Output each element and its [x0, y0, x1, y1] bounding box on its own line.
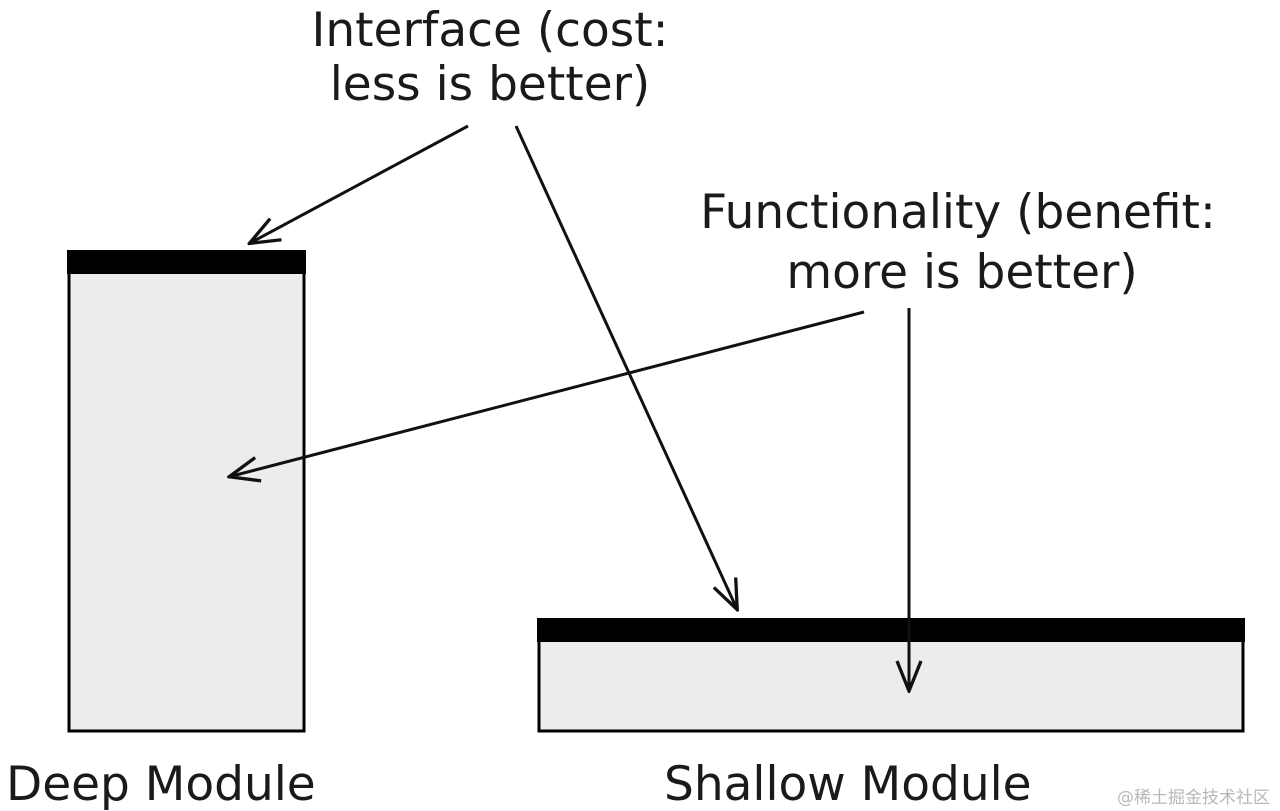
interface-arrow-to-shallow — [514, 125, 736, 607]
interface-label-line2: less is better) — [330, 57, 651, 112]
functionality-label-line1: Functionality (benefit: — [700, 185, 1216, 240]
interface-label-line1: Interface (cost: — [311, 3, 668, 58]
shallow-module-label: Shallow Module — [664, 757, 1032, 811]
deep-module-body — [67, 256, 306, 733]
functionality-label-line2: more is better) — [786, 245, 1137, 300]
shallow-module-body — [537, 624, 1245, 733]
shallow-module — [537, 618, 1245, 733]
deep-module — [67, 250, 306, 733]
interface-arrow-to-deep — [252, 124, 469, 242]
watermark: @稀土掘金技术社区 — [1117, 788, 1270, 808]
deep-module-interface-bar — [67, 250, 306, 274]
shallow-module-interface-bar — [537, 618, 1245, 642]
deep-module-label: Deep Module — [6, 757, 316, 811]
functionality-arrow-to-deep — [232, 310, 865, 476]
